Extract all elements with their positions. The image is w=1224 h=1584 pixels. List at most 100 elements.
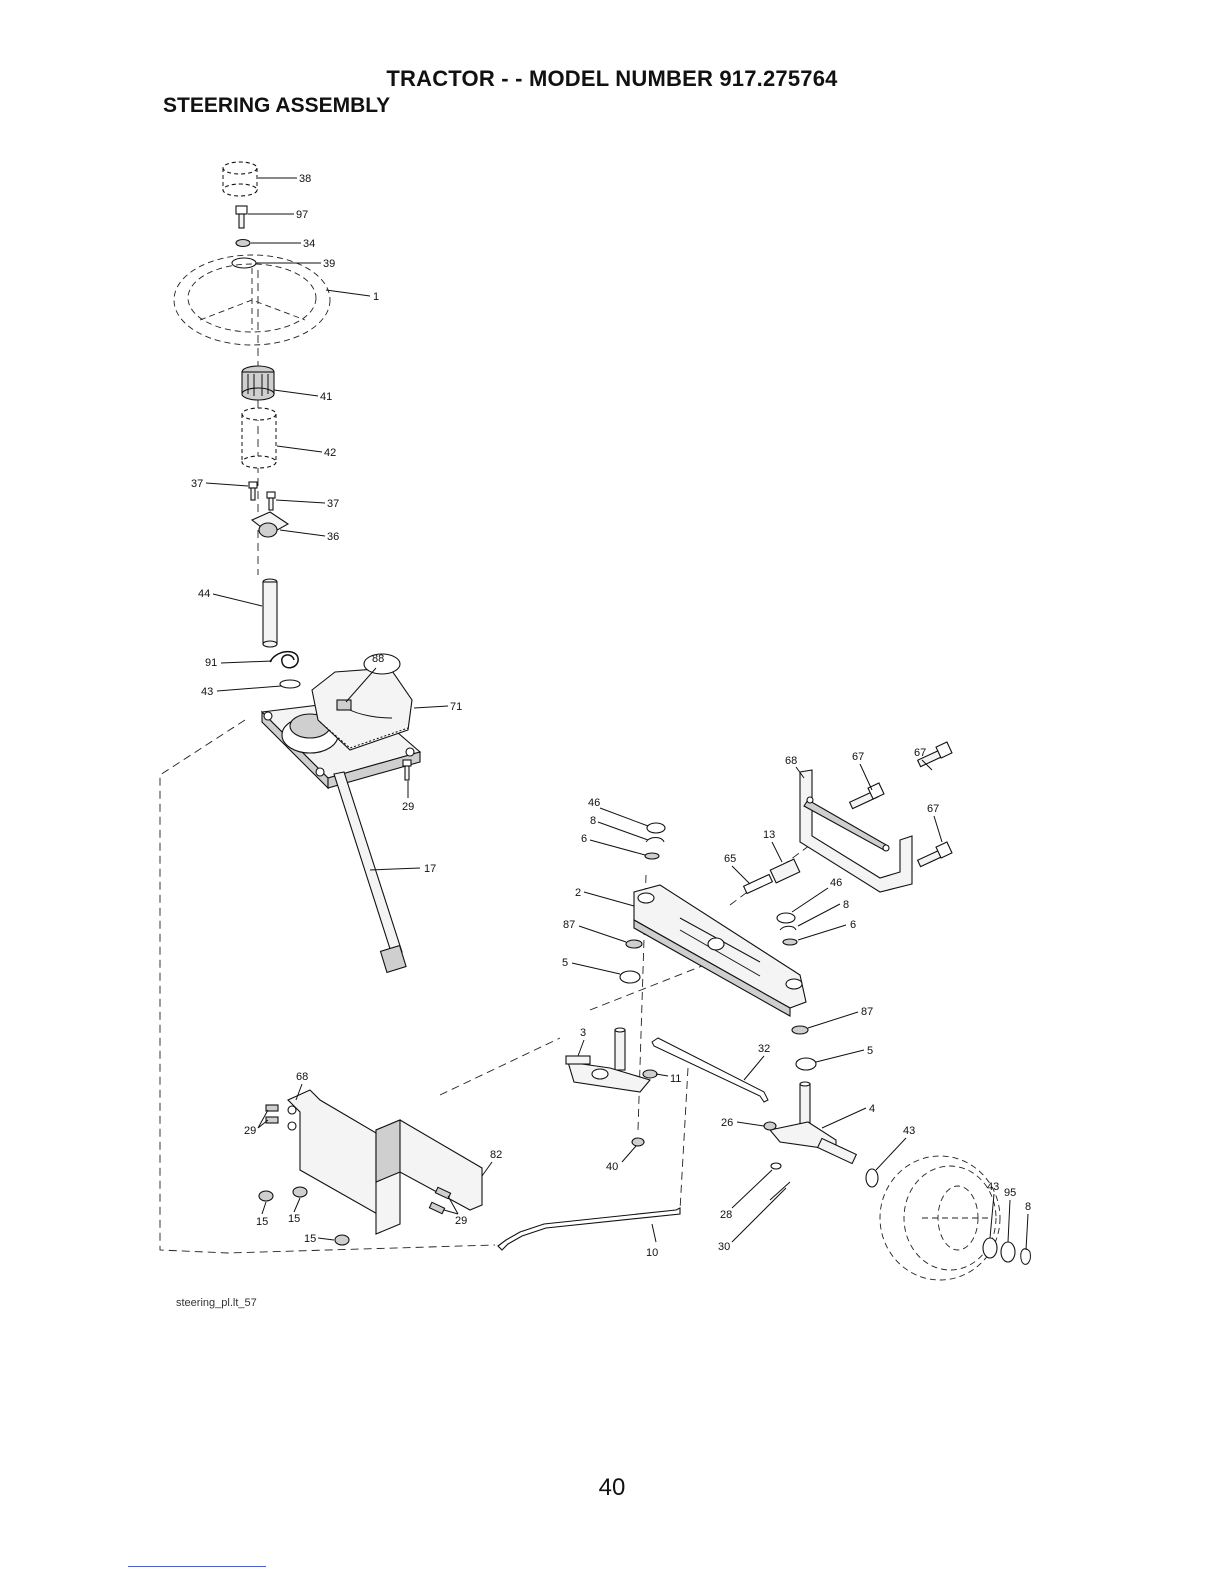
hex-nut xyxy=(259,1191,273,1201)
callout-29: 29 xyxy=(402,781,414,813)
washer xyxy=(771,1163,781,1169)
callout-43: 43 xyxy=(201,686,281,698)
washer xyxy=(866,1169,878,1187)
svg-text:32: 32 xyxy=(758,1043,770,1055)
svg-text:42: 42 xyxy=(324,447,336,459)
svg-text:37: 37 xyxy=(191,478,203,490)
bolt xyxy=(403,760,411,780)
flat-washer xyxy=(232,258,256,268)
svg-text:43: 43 xyxy=(903,1125,915,1137)
svg-text:88: 88 xyxy=(372,653,384,665)
svg-text:30: 30 xyxy=(718,1241,730,1253)
bolt xyxy=(267,492,275,510)
callout-13: 13 xyxy=(763,829,782,862)
svg-text:15: 15 xyxy=(288,1213,300,1225)
svg-text:29: 29 xyxy=(455,1215,467,1227)
pivot-pin xyxy=(744,874,773,893)
washer xyxy=(280,680,300,688)
svg-text:71: 71 xyxy=(450,701,462,713)
tie-rod xyxy=(652,1038,768,1102)
svg-text:15: 15 xyxy=(256,1216,268,1228)
callout-8: 8 xyxy=(1025,1201,1031,1250)
callout-41: 41 xyxy=(274,390,332,403)
svg-text:17: 17 xyxy=(424,863,436,875)
assembly-guide-line xyxy=(730,845,810,905)
svg-text:68: 68 xyxy=(296,1071,308,1083)
svg-text:2: 2 xyxy=(575,887,581,899)
callout-87: 87 xyxy=(808,1006,873,1028)
callout-91: 91 xyxy=(205,657,272,669)
axle-spacer xyxy=(770,859,799,883)
hub-cap xyxy=(777,913,795,923)
svg-text:41: 41 xyxy=(320,391,332,403)
washer xyxy=(792,1026,808,1034)
steering-cap xyxy=(223,162,257,196)
svg-text:15: 15 xyxy=(304,1233,316,1245)
svg-text:43: 43 xyxy=(201,686,213,698)
washer xyxy=(783,939,797,945)
svg-text:46: 46 xyxy=(588,797,600,809)
steering-wheel xyxy=(174,255,330,345)
hex-nut xyxy=(293,1187,307,1197)
svg-text:5: 5 xyxy=(867,1045,873,1057)
washer xyxy=(796,1058,816,1070)
cotter-pin xyxy=(770,1182,790,1200)
ball-joint xyxy=(764,1122,776,1130)
svg-text:67: 67 xyxy=(852,751,864,763)
svg-text:38: 38 xyxy=(299,173,311,185)
bolt xyxy=(850,783,884,809)
callout-43: 43 xyxy=(876,1125,915,1170)
svg-text:10: 10 xyxy=(646,1247,658,1259)
callout-4: 4 xyxy=(822,1103,875,1128)
svg-text:3: 3 xyxy=(580,1027,586,1039)
svg-text:37: 37 xyxy=(327,498,339,510)
hair-pin-clip xyxy=(270,652,298,668)
washer xyxy=(983,1238,997,1258)
bolt xyxy=(429,1202,444,1213)
callout-42: 42 xyxy=(277,446,336,459)
callout-67: 67 xyxy=(852,751,872,790)
spindle-right xyxy=(770,1082,856,1164)
bearing-bracket xyxy=(252,512,288,537)
callout-44: 44 xyxy=(198,588,262,606)
retaining-ring xyxy=(1021,1249,1031,1265)
page-number: 40 xyxy=(0,1474,1224,1502)
svg-text:91: 91 xyxy=(205,657,217,669)
svg-text:1: 1 xyxy=(373,291,379,303)
callout-71: 71 xyxy=(414,701,462,713)
svg-text:29: 29 xyxy=(244,1125,256,1137)
callout-10: 10 xyxy=(646,1224,658,1259)
callout-15: 15 xyxy=(288,1198,300,1225)
svg-text:26: 26 xyxy=(721,1117,733,1129)
hex-nut xyxy=(335,1235,349,1245)
drag-link-bracket xyxy=(288,1090,388,1220)
callout-3: 3 xyxy=(578,1027,586,1056)
callout-34: 34 xyxy=(251,238,315,250)
callout-43: 43 xyxy=(987,1181,999,1238)
callout-8: 8 xyxy=(590,815,648,840)
footer-rule xyxy=(128,1566,266,1567)
svg-text:11: 11 xyxy=(670,1073,681,1085)
svg-text:40: 40 xyxy=(606,1161,618,1173)
hub-cap xyxy=(647,823,665,833)
callout-37: 37 xyxy=(276,498,339,510)
svg-text:87: 87 xyxy=(563,919,575,931)
callout-39: 39 xyxy=(256,258,335,270)
callout-32: 32 xyxy=(744,1043,770,1080)
svg-text:36: 36 xyxy=(327,531,339,543)
bolt xyxy=(236,206,247,228)
steering-shaft xyxy=(263,579,277,647)
callout-6: 6 xyxy=(581,833,645,855)
washer xyxy=(620,971,640,983)
callout-38: 38 xyxy=(258,173,311,185)
svg-text:28: 28 xyxy=(720,1209,732,1221)
svg-text:5: 5 xyxy=(562,957,568,969)
svg-text:6: 6 xyxy=(850,919,856,931)
callout-26: 26 xyxy=(721,1117,764,1129)
svg-text:39: 39 xyxy=(323,258,335,270)
svg-text:67: 67 xyxy=(914,747,926,759)
lock-washer xyxy=(236,240,250,247)
callout-65: 65 xyxy=(724,853,750,884)
washer xyxy=(626,940,642,948)
